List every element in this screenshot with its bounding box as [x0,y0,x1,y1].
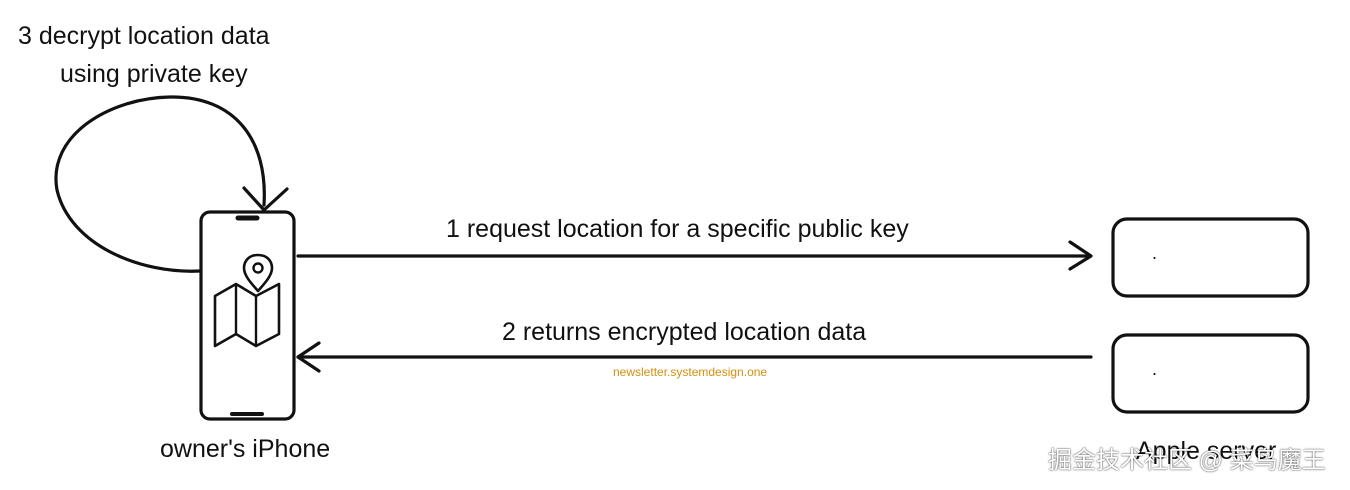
server-box-top-mark: . [1152,243,1157,263]
server-label: Apple server [1136,437,1277,465]
decrypt-step-label-line2: using private key [60,60,248,88]
self-loop-arrow [54,95,266,273]
decrypt-step-label: 3 decrypt location data [18,22,270,50]
server-box-bottom [1111,333,1310,414]
self-loop-arrowhead [242,186,289,212]
iphone [199,210,296,421]
request-arrowhead [1068,240,1093,271]
request-step-label: 1 request location for a specific public… [446,215,909,243]
folded-map-icon [213,282,281,348]
server-box-top [1111,217,1310,298]
site-watermark: newsletter.systemdesign.one [613,365,768,379]
iphone-label: owner's iPhone [160,435,331,463]
response-arrowhead [296,341,321,373]
response-step-label: 2 returns encrypted location data [502,318,867,346]
corner-watermark: 掘金技术社区 @ 菜鸟魔王 [1048,447,1326,474]
location-pin-icon [242,253,274,293]
server-box-bottom-mark: . [1152,359,1157,379]
